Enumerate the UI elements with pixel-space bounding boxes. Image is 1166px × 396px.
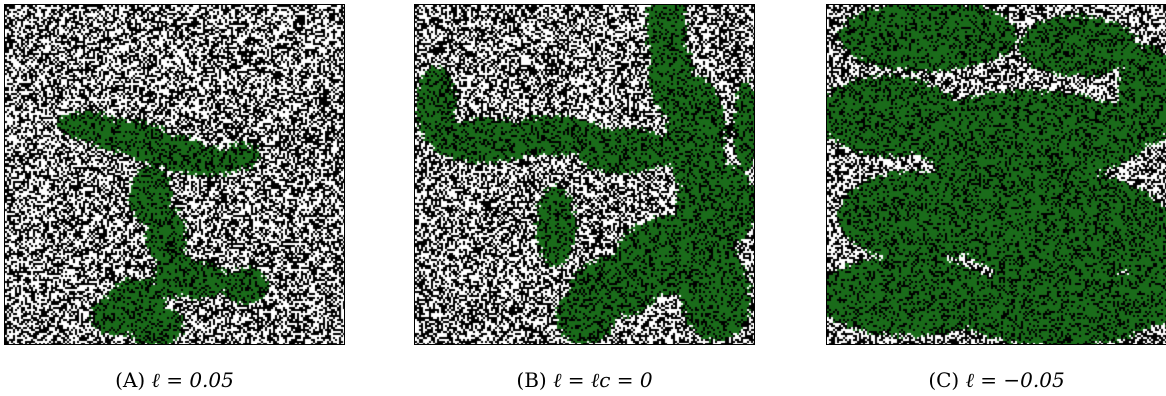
caption-c-equation: ℓ = −0.05 (965, 368, 1065, 392)
percolation-image-c (827, 5, 1166, 344)
percolation-panel-a (4, 4, 345, 345)
caption-c-label: (C) (928, 368, 960, 392)
caption-b-label: (B) (516, 368, 547, 392)
caption-a-label: (A) (115, 368, 146, 392)
caption-a-equation: ℓ = 0.05 (151, 368, 234, 392)
caption-b: (B) ℓ = ℓc = 0 (414, 368, 755, 392)
caption-a: (A) ℓ = 0.05 (4, 368, 345, 392)
percolation-panel-b (414, 4, 755, 345)
percolation-image-b (415, 5, 754, 344)
percolation-panel-c (826, 4, 1166, 345)
caption-b-equation: ℓ = ℓc = 0 (553, 368, 653, 392)
percolation-image-a (5, 5, 344, 344)
caption-c: (C) ℓ = −0.05 (826, 368, 1166, 392)
